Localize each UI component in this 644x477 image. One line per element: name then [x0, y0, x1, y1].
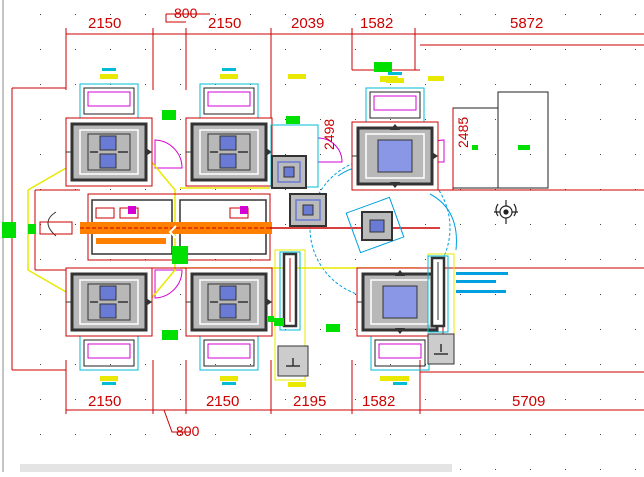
dimension-vertical-1: 2498	[321, 119, 337, 150]
machine-lower-left	[65, 267, 153, 385]
vertical-feeder-left	[277, 251, 309, 377]
dimension-bottom-1: 2150	[88, 393, 121, 410]
compass-rose-icon	[494, 200, 518, 224]
machine-upper-right	[351, 72, 439, 191]
vertical-feeder-right	[427, 255, 455, 365]
bottom-dimension-chain	[65, 360, 644, 433]
small-unit-middle	[289, 193, 327, 227]
dimension-bottom-6: 800	[176, 423, 200, 439]
dimension-top-6: 5872	[510, 15, 543, 32]
top-dimension-chain	[65, 13, 644, 125]
machine-upper-left	[65, 68, 153, 187]
dimension-top-2: 800	[174, 5, 198, 21]
dimension-top-4: 2039	[291, 15, 324, 32]
horizontal-scrollbar[interactable]	[20, 464, 452, 472]
dimension-bottom-5: 5709	[512, 393, 545, 410]
dimension-bottom-3: 2195	[293, 393, 326, 410]
machine-lower-middle	[185, 267, 273, 385]
dimension-top-1: 2150	[88, 15, 121, 32]
small-unit-upper	[270, 124, 319, 189]
cyan-annotation	[456, 272, 508, 293]
dimension-bottom-2: 2150	[206, 393, 239, 410]
dimension-top-5: 1582	[360, 15, 393, 32]
dimension-bottom-4: 1582	[362, 393, 395, 410]
dimension-vertical-2: 2485	[455, 117, 471, 148]
dimension-top-3: 2150	[208, 15, 241, 32]
green-tags	[2, 62, 530, 387]
machine-upper-middle	[185, 68, 273, 187]
small-unit-rotary	[345, 196, 405, 254]
machine-lower-right	[356, 267, 444, 385]
